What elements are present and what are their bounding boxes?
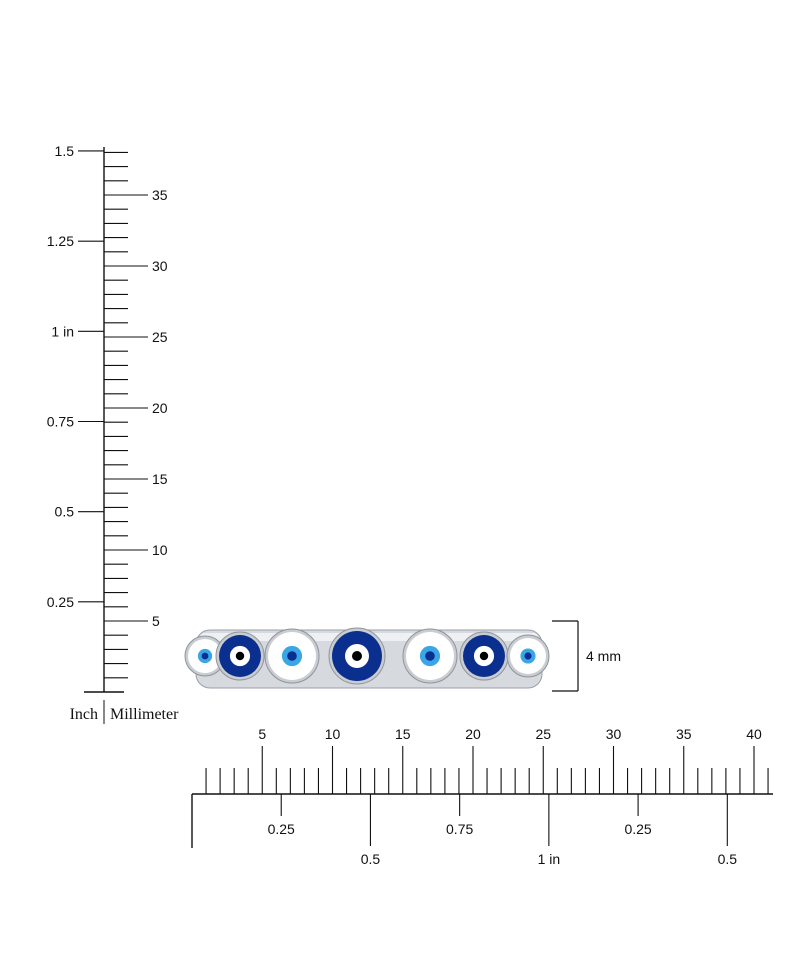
charm-pupil [425,651,435,661]
charm-pupil [352,651,362,661]
mm-label: 15 [395,726,411,742]
evil-eye-ring-image [184,627,550,689]
millimeter-unit-label: Millimeter [110,706,179,723]
inch-label: 0.5 [718,851,738,867]
charm-pupil [201,652,209,660]
mm-label: 5 [258,726,266,742]
mm-label: 15 [152,471,168,487]
inch-label: 0.25 [47,594,74,610]
inch-label: 1.5 [55,143,75,159]
mm-label: 35 [152,187,168,203]
inch-label: 0.5 [55,504,75,520]
mm-label: 35 [676,726,692,742]
inch-label: 0.5 [361,851,381,867]
horizontal-ruler: 5 10 15 20 25 30 35 40 0.25 0.5 0.75 1 in 0.25 0.5 [191,726,773,867]
inch-label: 0.75 [47,413,74,429]
height-dimension: 4 mm [552,620,621,692]
mm-label: 20 [152,400,168,416]
dimension-label: 4 mm [586,648,621,664]
inch-label: 0.25 [268,821,295,837]
inch-unit-label: Inch [70,706,98,723]
inch-label: 0.75 [446,821,473,837]
mm-label: 10 [325,726,341,742]
mm-label: 5 [152,613,160,629]
charm-pupil [524,652,532,660]
mm-label: 20 [465,726,481,742]
mm-label: 30 [606,726,622,742]
mm-label: 25 [152,329,168,345]
inch-label: 1.25 [47,233,74,249]
mm-label: 10 [152,542,168,558]
inch-label: 1 in [51,323,74,339]
vertical-ruler: Inch Millimeter 5 10 15 20 25 30 35 0.25 0.5 0.75… [47,143,179,724]
charm-pupil [235,651,245,661]
charm-pupil [479,651,489,661]
mm-label: 30 [152,258,168,274]
inch-label: 0.25 [624,821,651,837]
mm-label: 25 [535,726,551,742]
mm-label: 40 [746,726,762,742]
inch-label: 1 in [538,851,561,867]
charm-pupil [287,651,297,661]
